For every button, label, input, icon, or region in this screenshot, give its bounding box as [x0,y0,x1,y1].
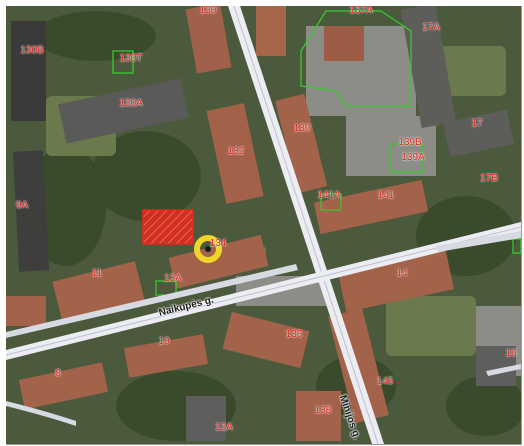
building-label: 134 [209,238,227,249]
roads [6,6,521,444]
building-label: 145 [376,376,394,387]
building-label: 132 [227,146,245,157]
building-label: 141 [377,190,395,201]
building-label: 17 [471,118,483,129]
building-label: 137A [349,6,373,16]
building-label: 11 [91,268,103,279]
location-pin-ring-icon[interactable] [194,235,222,263]
building-label: 17A [422,22,440,33]
building-label: 16 [505,348,517,359]
building-label: 9A [15,200,29,211]
building-label: 136 [285,329,303,340]
building-label: 10 [158,336,170,347]
building-label: 139A [401,152,425,163]
building-label: 8 [55,368,61,379]
building-label: 130B [20,45,44,56]
building-label: 17B [480,173,498,184]
building-label: 130T [119,53,143,64]
building-label: 139B [398,137,422,148]
building-label: 130 [199,6,217,16]
selected-parcel[interactable] [142,209,194,245]
satellite-map[interactable] [6,6,521,444]
map-viewport[interactable]: 130 130B 130T 130A 132 139 137A 17A 17 139B 139A 17… [6,6,522,445]
building-label: 138 [314,405,332,416]
building-label: 13A [164,273,182,284]
building-label: 130A [119,98,143,109]
buildings [6,6,516,441]
cadastral-outlines [112,10,521,296]
building-label: 12A [215,422,233,433]
building-label: 14 [396,268,408,279]
building-label: 139 [293,123,311,134]
building-label: 141A [317,190,341,201]
